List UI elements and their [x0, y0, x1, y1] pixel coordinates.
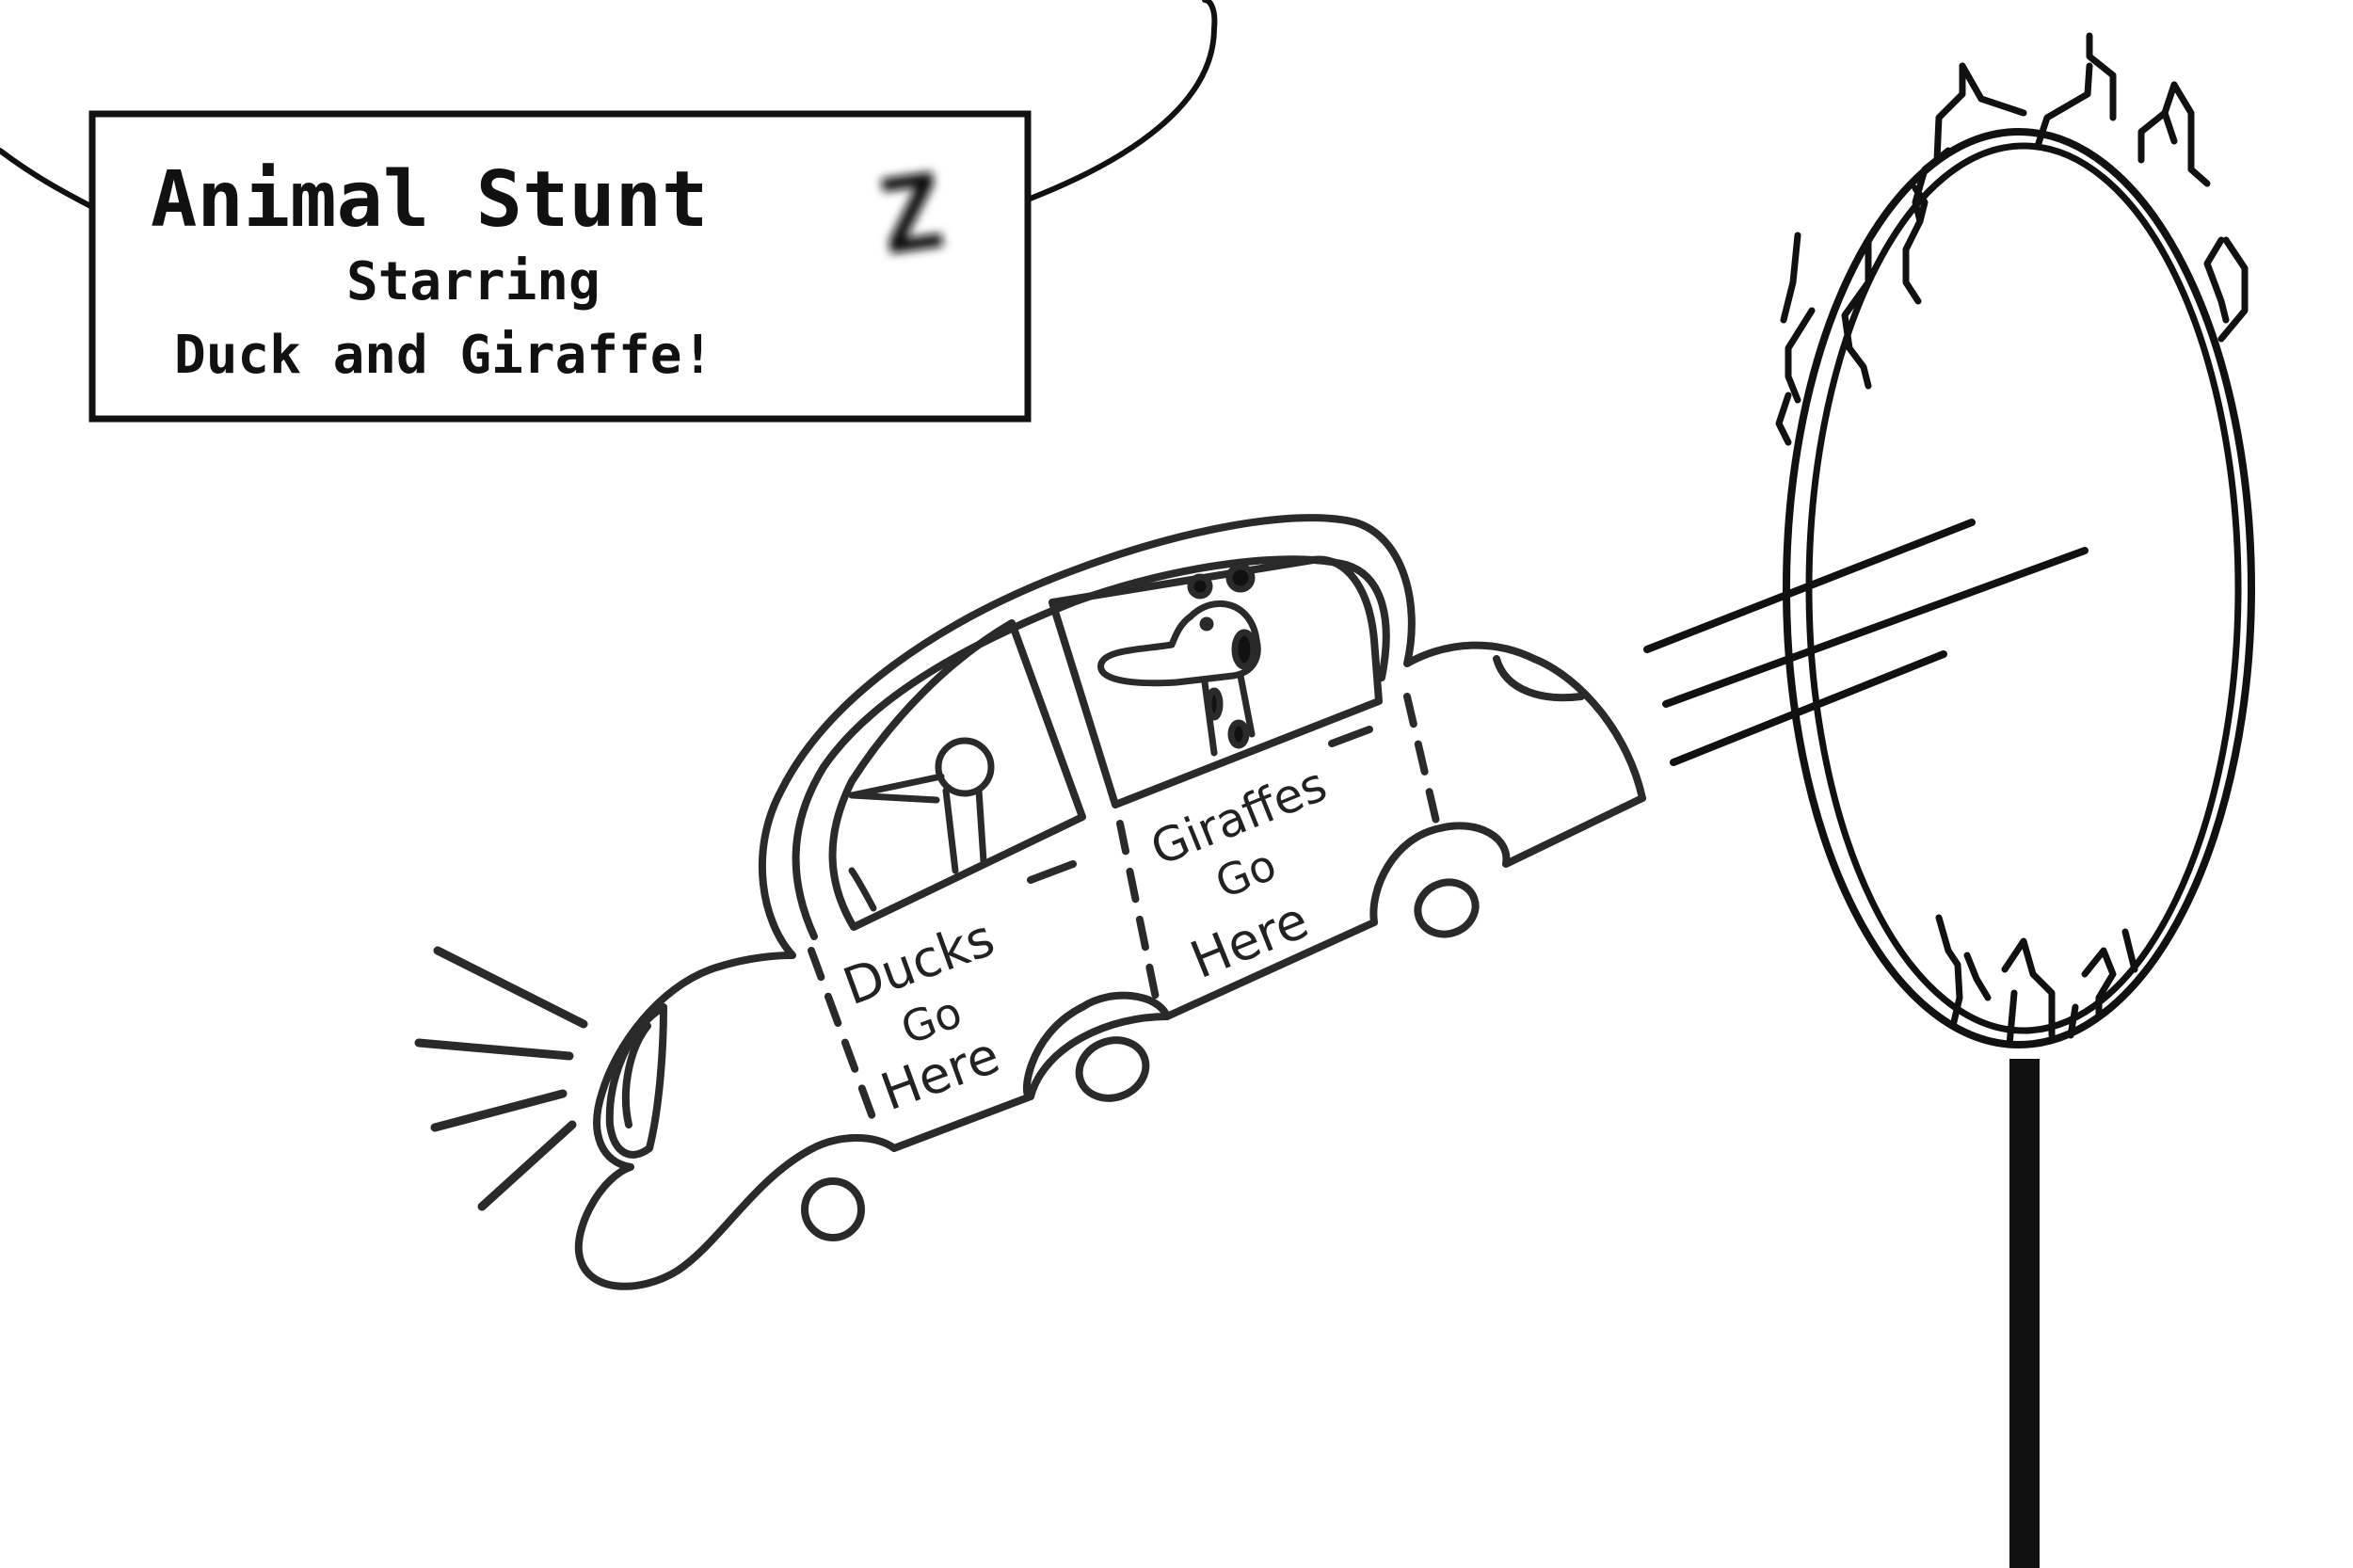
- hoop-ring-inner: [1805, 142, 2242, 1034]
- door-seam-rear: [808, 947, 879, 1128]
- sign-title: Animal Stunt: [151, 155, 708, 245]
- duck-neck: [942, 787, 987, 874]
- spare-wheel: [801, 1177, 865, 1241]
- rear-wheel: [1075, 1036, 1150, 1102]
- rear-window: [828, 619, 1086, 931]
- speed-lines: [1643, 519, 2089, 766]
- duck-wing: [848, 867, 877, 912]
- duck-beak: [848, 773, 945, 804]
- sign-board: [88, 110, 1032, 423]
- flaming-hoop: [1775, 32, 2255, 1568]
- door-seam-front: [1403, 693, 1444, 841]
- rear-light-inner: [621, 1022, 651, 1128]
- giraffe: [1097, 563, 1261, 757]
- hoop-post: [2009, 1059, 2040, 1568]
- hoop-ring-outer: [1783, 128, 2255, 1048]
- duck: [848, 737, 995, 912]
- exhaust-lines: [414, 946, 588, 1211]
- sign-stars: Duck and Giraffe!: [174, 325, 713, 386]
- sign-subtitle: Starring: [346, 251, 600, 312]
- door-handle-rear: [1027, 860, 1077, 884]
- car-body-inner: [792, 555, 1390, 940]
- sign-rope: [0, 0, 1218, 210]
- giraffe-head: [1097, 600, 1261, 687]
- door-seam-middle: [1116, 820, 1161, 1011]
- giraffe-horn-left: [1187, 573, 1213, 600]
- duck-head: [935, 737, 995, 797]
- giraffe-horn-right: [1225, 563, 1256, 593]
- rear-wheel-arch: [1027, 1013, 1171, 1100]
- hanging-sign: Animal Stunt Z Starring Duck and Giraffe…: [0, 0, 1218, 423]
- flying-car: [414, 514, 1646, 1290]
- giraffe-spot-2: [1205, 687, 1224, 721]
- giraffe-spot-1: [1231, 629, 1257, 670]
- front-wheel: [1414, 878, 1480, 938]
- front-window: [1048, 555, 1383, 808]
- giraffe-eye: [1199, 616, 1214, 632]
- car-body-outer: [574, 514, 1646, 1290]
- giraffe-spot-3: [1227, 719, 1250, 749]
- headlight: [1493, 655, 1585, 702]
- door-handle-front: [1328, 726, 1373, 747]
- rear-light: [605, 1003, 667, 1159]
